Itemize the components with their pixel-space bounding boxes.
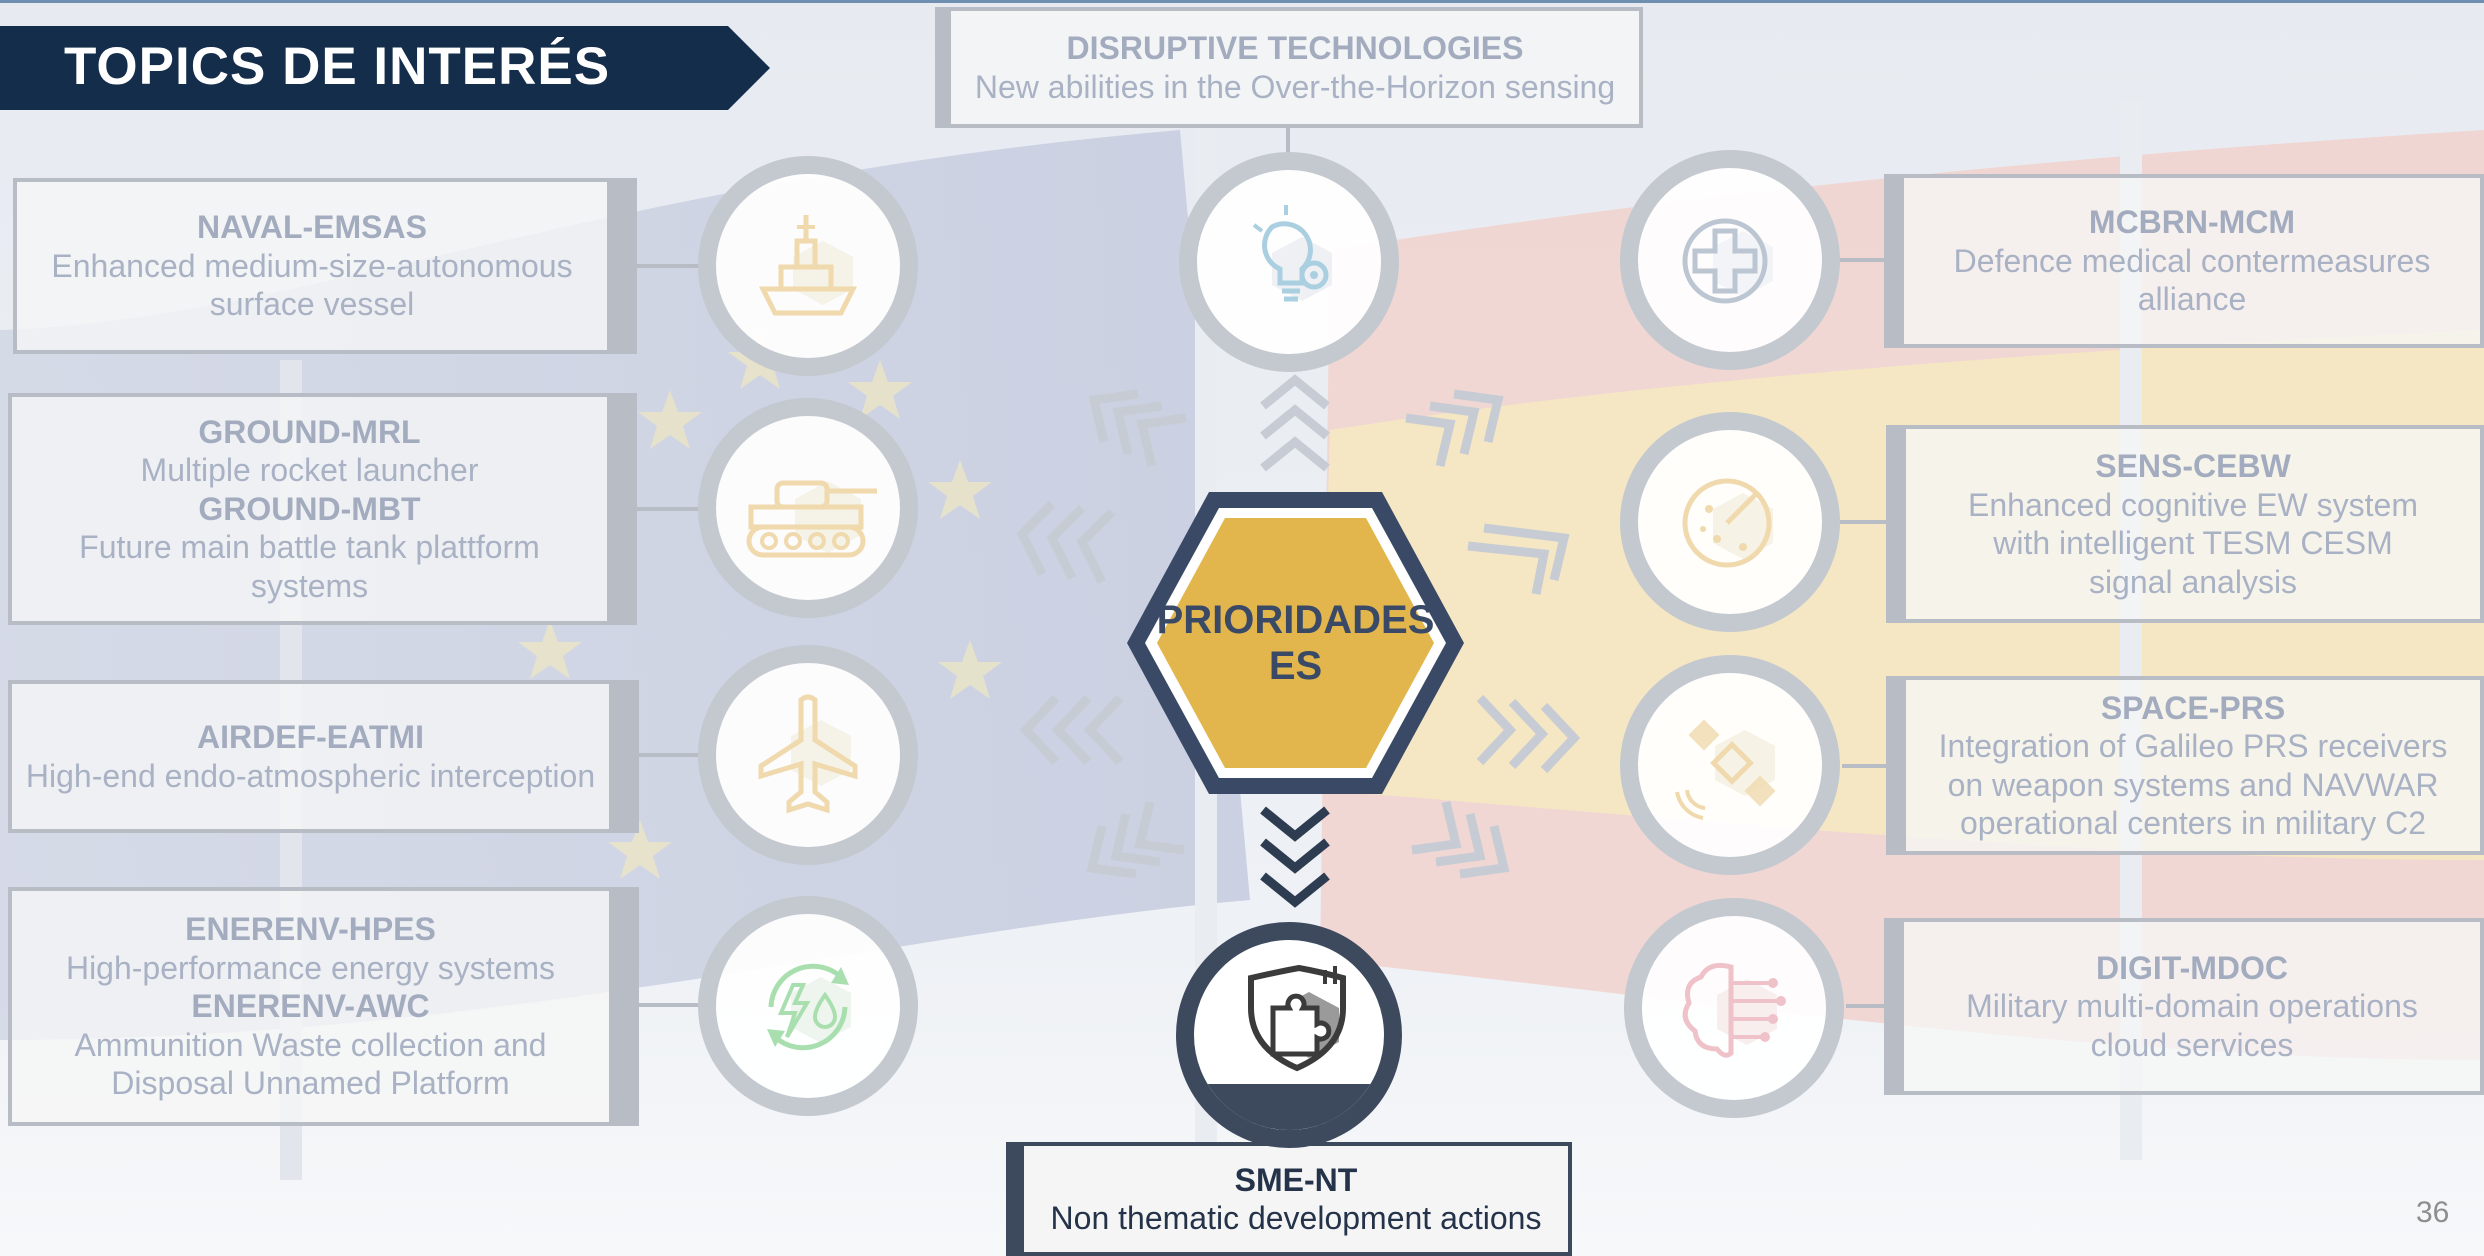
topic-space-desc-line2: on weapon systems and NAVWAR — [1947, 766, 2439, 803]
topic-enerenv-box: ENERENV-HPES High-performance energy sys… — [8, 887, 639, 1126]
circle-enerenv — [698, 896, 918, 1116]
circle-sme-base — [1194, 1084, 1384, 1130]
airplane-icon — [758, 694, 858, 814]
topic-enerenv-title-hpes: ENERENV-HPES — [185, 911, 436, 948]
topic-airdef-box: AIRDEF-EATMI High-end endo-atmospheric i… — [8, 680, 639, 833]
topic-disruptive-desc: New abilities in the Over-the-Horizon se… — [974, 68, 1616, 105]
hexagon-shape — [1127, 492, 1464, 794]
topic-airdef-title: AIRDEF-EATMI — [197, 719, 424, 755]
topic-space-title: SPACE-PRS — [2100, 689, 2286, 726]
topic-sens-desc-line3: signal analysis — [2088, 563, 2298, 600]
connector-naval — [636, 264, 708, 268]
topic-ground-title-mbt: GROUND-MBT — [198, 490, 421, 527]
topic-sens-box: SENS-CEBW Enhanced cognitive EW system w… — [1886, 425, 2484, 623]
circle-naval — [698, 156, 918, 376]
energy-cycle-icon — [767, 963, 851, 1051]
topic-airdef-desc: High-end endo-atmospheric interception — [25, 757, 596, 794]
topic-sme-title: SME-NT — [1234, 1161, 1358, 1198]
topic-enerenv-desc-awc-line1: Ammunition Waste collection and — [74, 1026, 547, 1063]
topic-digit-desc-line2: cloud services — [2090, 1026, 2294, 1063]
topic-enerenv-desc-awc-line2: Disposal Unnamed Platform — [111, 1065, 510, 1102]
connector-ground — [636, 507, 708, 511]
title-banner: TOPICS DE INTERÉS — [0, 26, 770, 110]
arrows-down-left — [1086, 800, 1185, 879]
lightbulb-gear-icon — [1252, 205, 1332, 302]
topic-sens-title: SENS-CEBW — [2095, 448, 2291, 484]
topic-ground-desc-mbt-line2: systems — [250, 567, 369, 604]
topic-digit-desc-line1: Military multi-domain operations — [1966, 988, 2418, 1025]
topic-digit-box: DIGIT-MDOC Military multi-domain operati… — [1884, 918, 2484, 1095]
topic-digit-title: DIGIT-MDOC — [2096, 949, 2288, 986]
topic-space-desc-line3: operational centers in military C2 — [1960, 805, 2426, 841]
arrows-right-upper — [1467, 523, 1570, 595]
topic-ground-title-mrl: GROUND-MRL — [198, 413, 421, 450]
arrows-up-right — [1405, 389, 1504, 468]
topic-sens-desc-line2: with intelligent TESM CESM — [1993, 525, 2393, 561]
connector-digit — [1846, 1004, 1890, 1008]
circle-ground — [698, 398, 918, 618]
topic-naval-box: NAVAL-EMSAS Enhanced medium-size-autonom… — [13, 178, 637, 354]
circle-disruptive — [1179, 152, 1399, 372]
center-label-line2: ES — [1268, 644, 1323, 688]
satellite-icon — [1675, 719, 1776, 820]
topic-mcbrn-box: MCBRN-MCM Defence medical contermeasures… — [1884, 174, 2484, 348]
topic-ground-box: GROUND-MRL Multiple rocket launcher GROU… — [8, 393, 637, 625]
topic-ground-desc-mbt-line1: Future main battle tank plattform — [79, 529, 540, 566]
topic-disruptive-box: DISRUPTIVE TECHNOLOGIES New abilities in… — [935, 7, 1643, 128]
connector-airdef — [638, 753, 708, 757]
topic-naval-desc-line1: Enhanced medium-size-autonomous — [51, 247, 573, 284]
topic-mcbrn-desc-line1: Defence medical contermeasures — [1953, 242, 2431, 279]
circle-airdef — [698, 645, 918, 865]
topic-mcbrn-desc-line2: alliance — [2137, 281, 2247, 318]
topic-enerenv-desc-hpes: High-performance energy systems — [65, 949, 556, 986]
page-number: 36 — [2416, 1196, 2450, 1229]
topic-sme-box: SME-NT Non thematic development actions — [1006, 1142, 1572, 1256]
arrows-left-upper — [1016, 500, 1116, 584]
topic-space-desc-line1: Integration of Galileo PRS receivers — [1938, 728, 2448, 764]
ship-icon — [758, 215, 858, 316]
banner-shape — [0, 26, 770, 110]
topic-ground-desc-mrl: Multiple rocket launcher — [140, 452, 479, 489]
circle-digit — [1624, 898, 1844, 1118]
topic-sme-desc: Non thematic development actions — [1050, 1200, 1542, 1236]
topic-disruptive-title: DISRUPTIVE TECHNOLOGIES — [1066, 30, 1524, 66]
center-hexagon: PRIORIDADES ES — [1123, 488, 1468, 798]
medical-cross-icon — [1682, 218, 1773, 304]
connector-disruptive — [1286, 126, 1290, 160]
tank-icon — [746, 480, 877, 558]
connector-mcbrn — [1840, 258, 1888, 262]
arrows-right-lower — [1476, 694, 1581, 774]
radar-icon — [1682, 478, 1773, 568]
arrows-down-right — [1411, 800, 1510, 879]
arrows-left-lower — [1019, 694, 1124, 766]
connector-space — [1842, 764, 1890, 768]
circle-space — [1620, 655, 1840, 875]
top-rule — [0, 0, 2484, 3]
center-label-line1: PRIORIDADES — [1156, 598, 1435, 642]
brain-circuit-icon — [1682, 962, 1786, 1058]
arrows-up-left — [1088, 389, 1187, 468]
topic-sens-desc-line1: Enhanced cognitive EW system — [1968, 486, 2418, 523]
arrows-up — [1260, 374, 1330, 472]
connector-sens — [1840, 520, 1890, 524]
topic-naval-title: NAVAL-EMSAS — [197, 209, 427, 246]
circle-sens — [1620, 412, 1840, 632]
center-label: PRIORIDADES ES — [1123, 488, 1468, 798]
connector-enerenv — [638, 1003, 708, 1007]
shield-puzzle-icon — [1248, 964, 1346, 1072]
page-title: TOPICS DE INTERÉS — [64, 37, 611, 96]
circle-mcbrn — [1620, 150, 1840, 370]
topic-naval-desc-line2: surface vessel — [209, 286, 415, 323]
topic-space-box: SPACE-PRS Integration of Galileo PRS rec… — [1886, 676, 2484, 855]
topic-enerenv-title-awc: ENERENV-AWC — [191, 988, 430, 1025]
circle-sme — [1176, 922, 1402, 1148]
topic-mcbrn-title: MCBRN-MCM — [2088, 204, 2296, 241]
arrows-down — [1260, 806, 1330, 908]
